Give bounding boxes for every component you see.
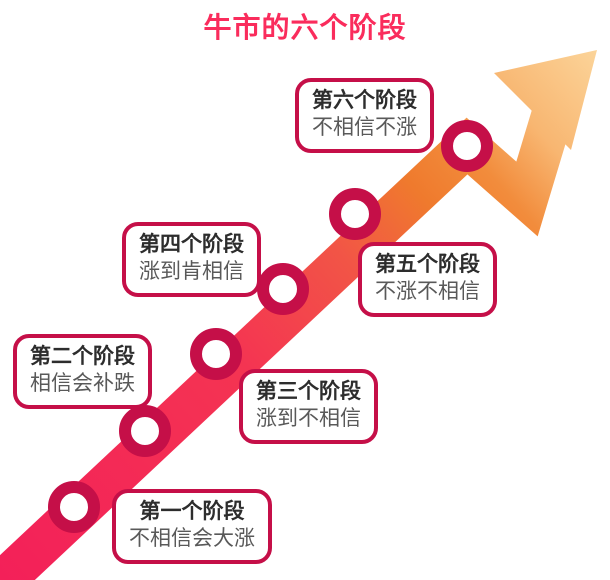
stage-2-marker	[119, 405, 171, 457]
stage-2-box: 第二个阶段 相信会补跌	[13, 334, 152, 409]
stage-2-name: 第二个阶段	[30, 345, 135, 368]
stage-4-name: 第四个阶段	[139, 233, 244, 256]
stage-5-marker	[329, 188, 381, 240]
page-title: 牛市的六个阶段	[203, 12, 407, 43]
stage-3-desc: 涨到不相信	[256, 407, 361, 431]
stage-5-name: 第五个阶段	[375, 253, 480, 276]
stage-6-box: 第六个阶段 不相信不涨	[295, 78, 434, 153]
stage-6-marker	[441, 120, 493, 172]
stage-5-box: 第五个阶段 不涨不相信	[358, 242, 497, 317]
stage-2-desc: 相信会补跌	[30, 372, 135, 396]
stage-1-desc: 不相信会大涨	[129, 527, 255, 551]
stage-3-box: 第三个阶段 涨到不相信	[239, 369, 378, 444]
stage-6-name: 第六个阶段	[312, 89, 417, 112]
arrowhead-icon	[494, 50, 597, 150]
stage-4-marker	[257, 263, 309, 315]
stage-1-name: 第一个阶段	[139, 500, 245, 523]
stage-3-name: 第三个阶段	[256, 380, 361, 403]
stage-4-desc: 涨到肯相信	[139, 260, 244, 284]
stage-4-box: 第四个阶段 涨到肯相信	[122, 222, 261, 297]
stage-3-marker	[190, 328, 242, 380]
stage-6-desc: 不相信不涨	[312, 116, 417, 140]
stage-1-marker	[48, 481, 100, 533]
stage-1-box: 第一个阶段 不相信会大涨	[112, 489, 272, 564]
stage-5-desc: 不涨不相信	[375, 280, 480, 304]
